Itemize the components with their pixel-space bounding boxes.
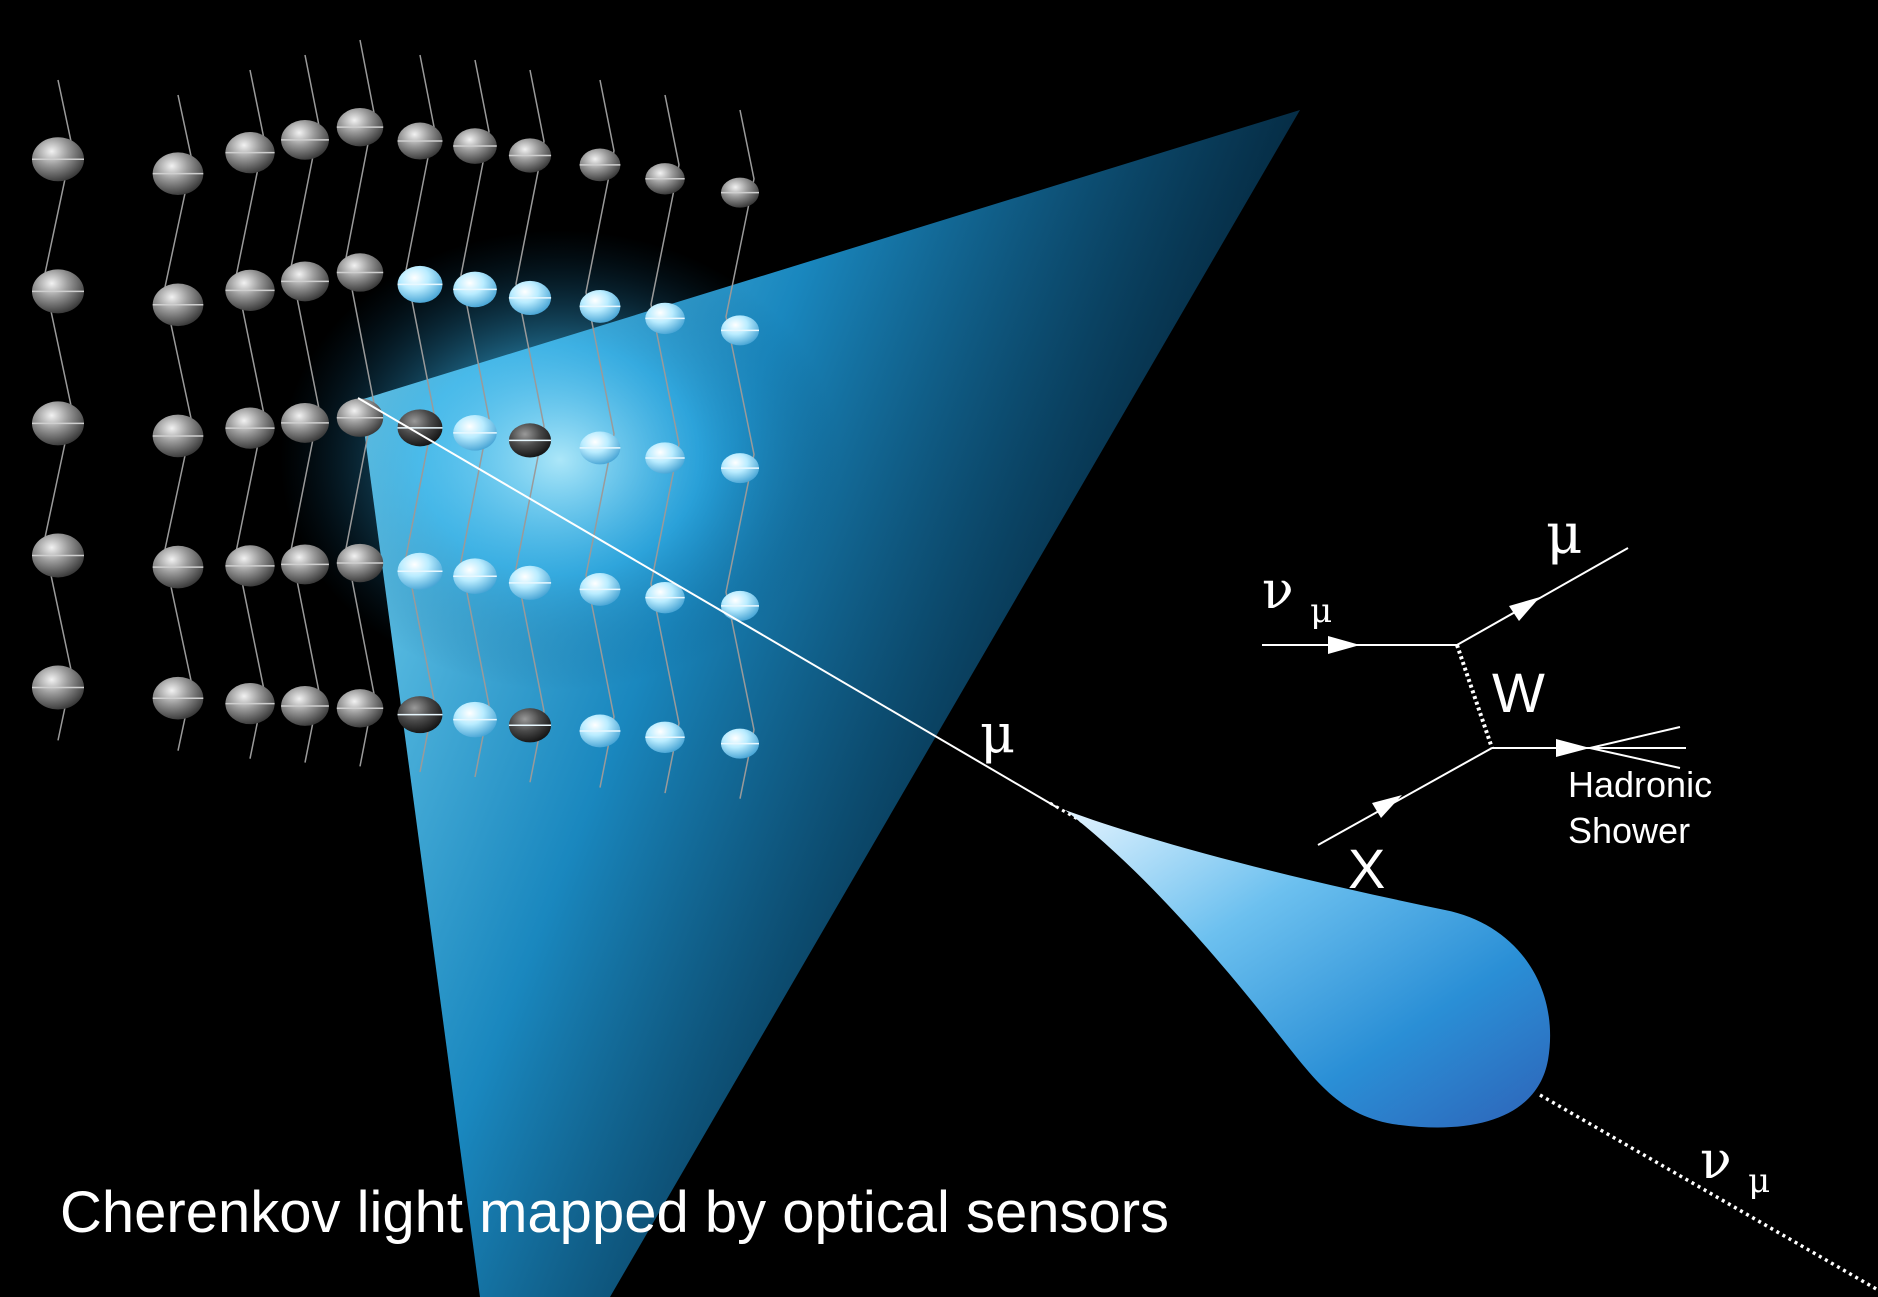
feynman-boson-label: W bbox=[1492, 661, 1545, 724]
hadronic-shower-fan bbox=[1589, 726, 1686, 769]
feynman-muon-label: μ bbox=[1546, 502, 1582, 567]
detector-lattice bbox=[32, 39, 759, 799]
hadronic-shower-label-line1: Hadronic bbox=[1568, 764, 1712, 805]
figure-caption: Cherenkov light mapped by optical sensor… bbox=[60, 1180, 1169, 1245]
feynman-hadronic-arrow bbox=[1556, 739, 1590, 757]
detector-string bbox=[650, 94, 680, 794]
outgoing-neutrino-label: ν μ bbox=[1700, 1131, 1770, 1201]
detector-string bbox=[725, 109, 755, 799]
feynman-diagram: ν μ μ W X Hadronic Shower bbox=[1262, 502, 1712, 900]
feynman-incoming-arrow bbox=[1328, 636, 1360, 654]
detector-string bbox=[585, 79, 615, 788]
detector-string bbox=[515, 69, 545, 783]
feynman-target-arrow bbox=[1372, 795, 1402, 818]
detector-string bbox=[460, 59, 490, 778]
feynman-w-propagator bbox=[1455, 644, 1494, 749]
feynman-muon-arrow bbox=[1509, 597, 1540, 621]
feynman-muon-line bbox=[1456, 547, 1629, 646]
feynman-target-line bbox=[1317, 747, 1493, 846]
hadronic-shower-label-line2: Shower bbox=[1568, 810, 1690, 851]
feynman-target-label: X bbox=[1348, 837, 1385, 900]
feynman-incoming-label: ν μ bbox=[1262, 561, 1332, 631]
muon-track bbox=[357, 397, 1059, 809]
shower-blob bbox=[1065, 810, 1551, 1128]
muon-track-label: μ bbox=[980, 702, 1015, 765]
outgoing-neutrino-track bbox=[1539, 1093, 1878, 1292]
